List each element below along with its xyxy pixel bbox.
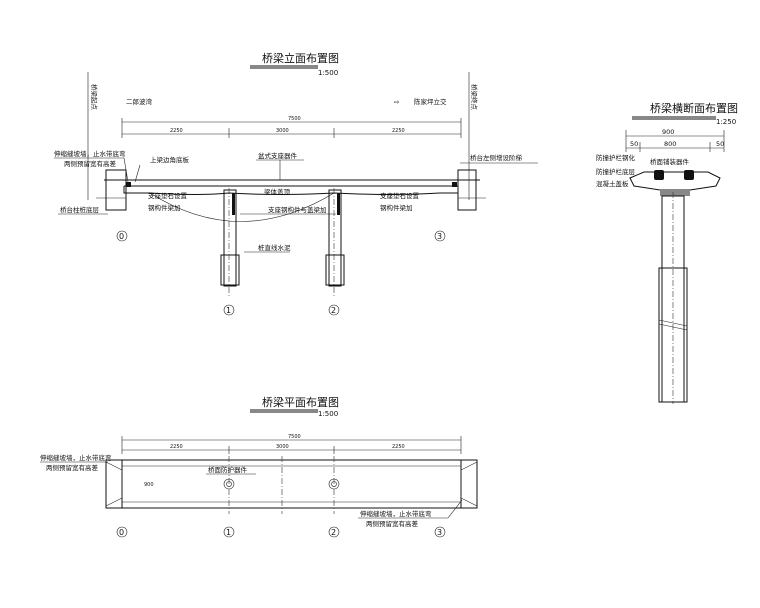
cs-ann-bearing: 桥面铺装器件 — [650, 157, 690, 166]
ann-pier-beam: 支座钢构件与盖梁加 — [268, 205, 327, 214]
cs-deck — [629, 171, 721, 191]
cross-section-scale: 1:250 — [716, 118, 736, 126]
cs-dim-left: 50 — [630, 140, 638, 148]
cs-ann-guardrail-left2: 防撞护栏底层 — [596, 167, 636, 176]
road-right-label: 陈家坪立交 — [414, 97, 447, 106]
cross-section-title: 桥梁横断面布置图 — [650, 101, 738, 115]
plan-dim-total: 7500 — [288, 434, 301, 440]
elevation-dim-span1: 2250 — [170, 128, 183, 134]
plan-ann-expansion-right-2: 两侧预留宽有高差 — [366, 519, 419, 528]
elevation-scale: 1:500 — [318, 69, 338, 77]
road-left-label: 二郎波湾 — [126, 97, 153, 106]
cs-dim-right: 50 — [716, 140, 724, 148]
plan-pier-1 — [223, 478, 235, 490]
plan-pier-2-inner — [331, 481, 337, 487]
ann-expansion-left-1: 伸缩缝坡墙，止水带底弯 — [54, 149, 126, 158]
elevation-axis-0-circle — [116, 230, 128, 242]
plan-pier-1-inner — [226, 481, 232, 487]
abutment-left — [105, 169, 127, 211]
elevation-dim-span3: 2250 — [392, 128, 405, 134]
ann-pier-gap: 桩直线水泥 — [258, 243, 291, 252]
ann-bearing-right-1: 支座垫石设置 — [380, 191, 420, 200]
plan-abutment-right-wing — [460, 461, 478, 507]
plan-abutment-right — [460, 459, 478, 509]
plan-ann-deck-rail: 桥面防护器件 — [208, 465, 248, 474]
cs-ann-guardrail-left: 防撞护栏钢化 — [596, 153, 636, 162]
ann-bearing-left-1: 支座垫石设置 — [148, 191, 188, 200]
plan-dim-span2: 3000 — [276, 444, 289, 450]
elevation-left-edge-label: 桥梁起点 — [90, 84, 99, 111]
cs-dim-total: 900 — [662, 128, 674, 136]
cs-pile-break-2 — [658, 323, 688, 331]
plan-dim-width: 900 — [144, 482, 154, 488]
plan-ann-expansion-left-1: 伸缩缝坡墙，止水带底弯 — [40, 453, 112, 462]
ann-beam-angle-leader — [134, 164, 141, 183]
girder-soffit — [123, 186, 459, 195]
plan-ann-expansion-right-pointer — [447, 499, 463, 519]
plan-deck — [121, 459, 462, 509]
abutment-right — [457, 169, 477, 211]
plan-axis-1-circle — [223, 526, 235, 538]
plan-axis-3-circle — [434, 526, 446, 538]
elevation-axis-1: 1 — [226, 306, 231, 315]
plan-dim-span1: 2250 — [170, 444, 183, 450]
ann-expansion-left-2: 两侧预留宽有高差 — [64, 159, 117, 168]
ann-abutment-right: 桥台左侧增设阶梯 — [470, 153, 523, 162]
plan-axis-0: 0 — [119, 528, 124, 537]
ann-bearing-right-2: 钢构件梁加 — [380, 203, 413, 212]
ann-pot-bearing: 盆式支座器件 — [258, 151, 298, 160]
ann-bearing-left-2: 钢构件梁加 — [148, 203, 181, 212]
cs-barrier-right — [684, 170, 694, 180]
cs-cap-beam — [660, 190, 690, 196]
plan-axis-3: 3 — [437, 528, 442, 537]
ann-beam-angle: 上梁边角底板 — [150, 155, 190, 164]
plan-abutment-left-wing — [105, 461, 123, 507]
road-right-arrow: ⇨ — [394, 98, 400, 106]
plan-ann-expansion-left-2: 两侧预留宽有高差 — [46, 463, 99, 472]
plan-axis-0-circle — [116, 526, 128, 538]
ann-expansion-left-pointer — [123, 157, 129, 183]
plan-pier-2 — [328, 478, 340, 490]
elevation-axis-3-circle — [434, 230, 446, 242]
cs-pile — [658, 267, 688, 403]
plan-axis-1: 1 — [226, 528, 231, 537]
cs-dim-middle: 800 — [664, 140, 676, 148]
elevation-axis-3: 3 — [437, 232, 442, 241]
bearing-left-mark — [126, 182, 131, 187]
cs-ann-concrete: 混凝土盖板 — [596, 179, 629, 188]
elevation-dim-total: 7500 — [288, 116, 301, 122]
plan-axis-2: 2 — [331, 528, 336, 537]
cs-barrier-left — [654, 170, 664, 180]
plan-abutment-left — [105, 459, 123, 509]
elevation-axis-2-circle — [328, 304, 340, 316]
ann-abutment-base: 桥台柱桩底层 — [60, 205, 100, 214]
plan-title: 桥梁平面布置图 — [262, 395, 339, 409]
elevation-axis-1-circle — [223, 304, 235, 316]
ann-box-girder: 梁体盖顶 — [264, 187, 291, 196]
elevation-dim-span2: 3000 — [276, 128, 289, 134]
pier-2 — [325, 188, 345, 296]
bearing-right-mark — [452, 182, 457, 187]
girder-haunch-curve — [149, 192, 335, 222]
plan-scale: 1:500 — [318, 410, 338, 418]
pier-1 — [220, 188, 240, 296]
cs-pile-break-1 — [658, 319, 688, 327]
plan-dim-span3: 2250 — [392, 444, 405, 450]
elevation-right-edge-label: 桥梁终点 — [470, 84, 479, 111]
elevation-axis-0: 0 — [119, 232, 124, 241]
plan-axis-2-circle — [328, 526, 340, 538]
elevation-axis-2: 2 — [331, 306, 336, 315]
elevation-title: 桥梁立面布置图 — [262, 51, 339, 65]
plan-ann-expansion-right-1: 伸缩缝坡墙，止水带底弯 — [360, 509, 432, 518]
